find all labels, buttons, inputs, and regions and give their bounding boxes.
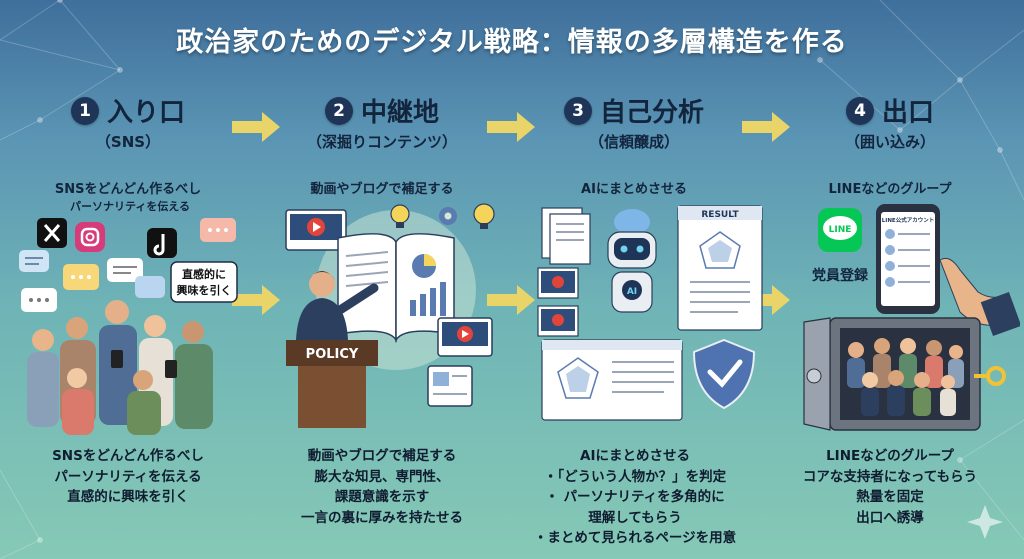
arrow-right-icon (487, 112, 535, 142)
bullet-item: 一言の裏に厚みを持たせる (301, 509, 463, 526)
bullet-item: 動画やブログで補足する (307, 448, 457, 464)
phone-header: LINE公式アカウント (882, 216, 934, 224)
step-number: 1 (70, 96, 99, 125)
podium: POLICY (286, 340, 378, 428)
x-logo-icon (37, 218, 67, 248)
step-title: 出口 (881, 98, 934, 128)
bullet-item: 出口へ誘導 (856, 509, 924, 526)
instagram-icon (75, 222, 105, 252)
bullet-item: ・まとめて見られるページを用意 (533, 530, 737, 546)
step-3-bullets: AIにまとめさせる ・「どういう人物か？」を判定 ・ パーソナリティを多角的に … (510, 446, 760, 549)
video-card-icon (285, 209, 347, 251)
chat-bubble-icon (21, 288, 57, 312)
page-title: 政治家のためのデジタル戦略：情報の多層構造を作る (176, 27, 848, 58)
chat-bubble-icon (63, 264, 99, 290)
result-label: RESULT (701, 210, 739, 220)
speaker-person (296, 271, 379, 340)
ai-analysis-illustration: AI RESULT (537, 205, 763, 421)
bubble-text-line2: 興味を引く (177, 283, 232, 297)
sns-illustration: 直感的に 興味を引く (19, 218, 238, 435)
step-title: 中継地 (360, 98, 439, 128)
shield-check-icon (692, 338, 756, 410)
video-card-icon (537, 267, 579, 299)
bullet-item: ・ パーソナリティを多角的に (545, 489, 725, 505)
step-subtitle: （信頼醸成） (588, 133, 679, 151)
result-card: RESULT (677, 205, 763, 331)
bullet-item: 直感的に興味を引く (67, 489, 189, 505)
bullet-item: SNSをどんどん作るべし (52, 448, 204, 464)
open-book-icon (337, 233, 455, 343)
crowd-people (27, 300, 213, 435)
step-caption: AIにまとめさせる (581, 182, 687, 197)
line-logo-icon: LINE (818, 208, 862, 252)
bullet-item: AIにまとめさせる (580, 448, 690, 464)
bullet-item: コアな支持者になってもらう (802, 468, 978, 485)
article-card-icon (427, 365, 473, 407)
video-card-icon (437, 317, 493, 357)
step-number: 2 (324, 96, 353, 125)
bullet-item: LINEなどのグループ (826, 448, 954, 464)
bullet-item: 課題意識を示す (334, 489, 430, 505)
smartphone-icon: LINE公式アカウント (876, 204, 940, 314)
deep-content-illustration: POLICY (285, 203, 495, 428)
step-4-bullets: LINEなどのグループ コアな支持者になってもらう 熱量を固定 出口へ誘導 (765, 446, 1015, 528)
robot-badge: AI (627, 287, 637, 297)
podium-label: POLICY (306, 347, 359, 362)
step-caption: LINEなどのグループ (828, 182, 952, 197)
step-2-header: 2 中継地 （深掘りコンテンツ） (262, 92, 502, 152)
bubble-text-line1: 直感的に (182, 267, 226, 281)
lightbulb-icon (473, 203, 495, 229)
line-group-illustration: LINE 党員登録 LINE公式アカウント (803, 204, 1020, 431)
step-subtitle: （深掘りコンテンツ） (306, 133, 457, 151)
step-caption-secondary: パーソナリティを伝える (70, 200, 191, 213)
robot-icon: AI (607, 209, 657, 313)
key-icon (974, 366, 1006, 386)
step-number: 3 (563, 96, 592, 125)
arrow-right-icon (742, 112, 790, 142)
bullet-item: ・「どういう人物か？」を判定 (543, 468, 727, 485)
chat-bubble-icon (19, 250, 49, 272)
step-1-bullets: SNSをどんどん作るべし パーソナリティを伝える 直感的に興味を引く (3, 446, 253, 508)
step-title: 自己分析 (599, 98, 704, 128)
arrow-right-icon (232, 285, 280, 315)
step-number: 4 (845, 96, 874, 125)
step-4-header: 4 出口 （囲い込み） (770, 92, 1010, 152)
chat-bubble-icon (135, 276, 165, 298)
step-subtitle: （囲い込み） (844, 133, 935, 151)
tiktok-icon (147, 228, 177, 258)
bullet-item: パーソナリティを伝える (54, 468, 202, 485)
arrow-right-icon (487, 285, 535, 315)
bullet-item: 膨大な知見、専門性、 (314, 468, 450, 485)
video-card-icon (537, 305, 579, 337)
bullet-item: 熱量を固定 (856, 489, 924, 505)
dashboard-window (541, 339, 683, 421)
chat-bubble-icon (200, 218, 236, 242)
bullet-item: 理解してもらう (588, 509, 682, 526)
step-caption: SNSをどんどん作るべし (54, 182, 202, 197)
lightbulb-icon (390, 204, 410, 228)
line-logo-text: LINE (829, 225, 852, 235)
step-2-bullets: 動画やブログで補足する 膨大な知見、専門性、 課題意識を示す 一言の裏に厚みを持… (257, 446, 507, 528)
step-1-header: 1 入り口 （SNS） (8, 92, 248, 152)
arrow-right-icon (742, 285, 790, 315)
step-caption: 動画やブログで補足する (310, 182, 454, 197)
member-label: 党員登録 (812, 267, 869, 284)
gear-icon (439, 207, 457, 225)
arrow-right-icon (232, 112, 280, 142)
documents-icon (541, 207, 591, 265)
chat-bubble-icon (107, 258, 143, 282)
safe-icon (803, 317, 981, 431)
hand-tap-icon (939, 257, 1020, 337)
step-title: 入り口 (106, 98, 185, 128)
step-3-header: 3 自己分析 （信頼醸成） (514, 92, 754, 152)
step-subtitle: （SNS） (95, 133, 161, 151)
